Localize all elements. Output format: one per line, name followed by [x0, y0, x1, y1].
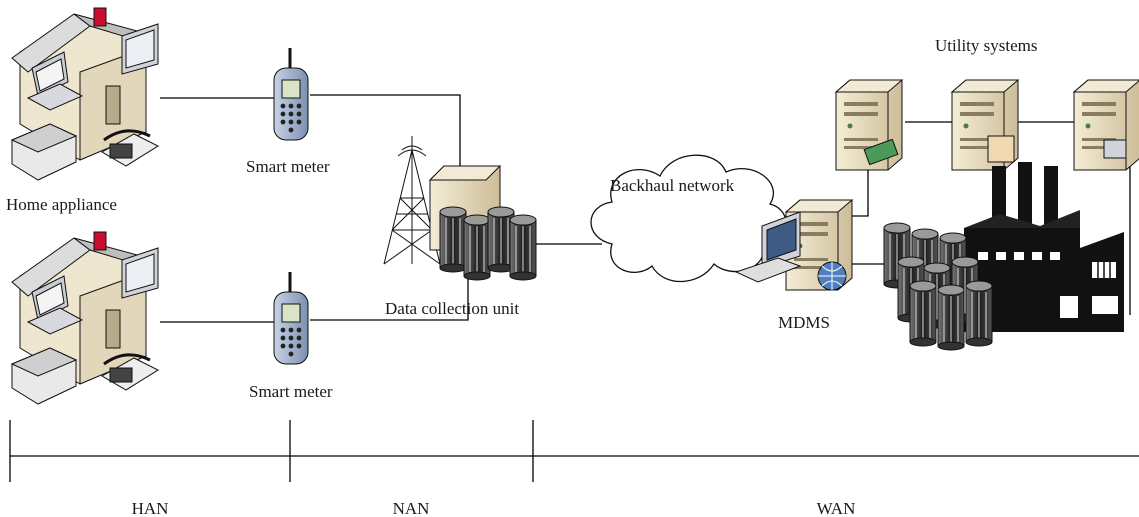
utility-systems-icon [835, 79, 1139, 171]
smart-meter-icon-bottom [272, 270, 310, 366]
backhaul-network-cloud [590, 154, 788, 283]
label-smart-meter-bottom: Smart meter [249, 382, 333, 401]
label-utility-systems: Utility systems [935, 36, 1037, 55]
home-appliance-house-bottom [10, 230, 160, 406]
label-home-appliance: Home appliance [6, 195, 117, 214]
smart-meter-icon-top [272, 46, 310, 142]
label-smart-meter-top: Smart meter [246, 157, 330, 176]
data-collection-unit-icon [383, 136, 537, 281]
segment-label-wan: WAN [817, 499, 856, 517]
segment-bar [9, 420, 1139, 482]
segment-label-han: HAN [132, 499, 169, 517]
segment-label-nan: NAN [393, 499, 430, 517]
power-plant-icon [883, 162, 1124, 351]
home-appliance-house-top [10, 6, 160, 182]
label-backhaul-network: Backhaul network [610, 176, 735, 195]
mdms-computer-icon [734, 199, 853, 291]
label-data-collection-unit: Data collection unit [385, 299, 519, 318]
label-mdms: MDMS [778, 313, 830, 332]
